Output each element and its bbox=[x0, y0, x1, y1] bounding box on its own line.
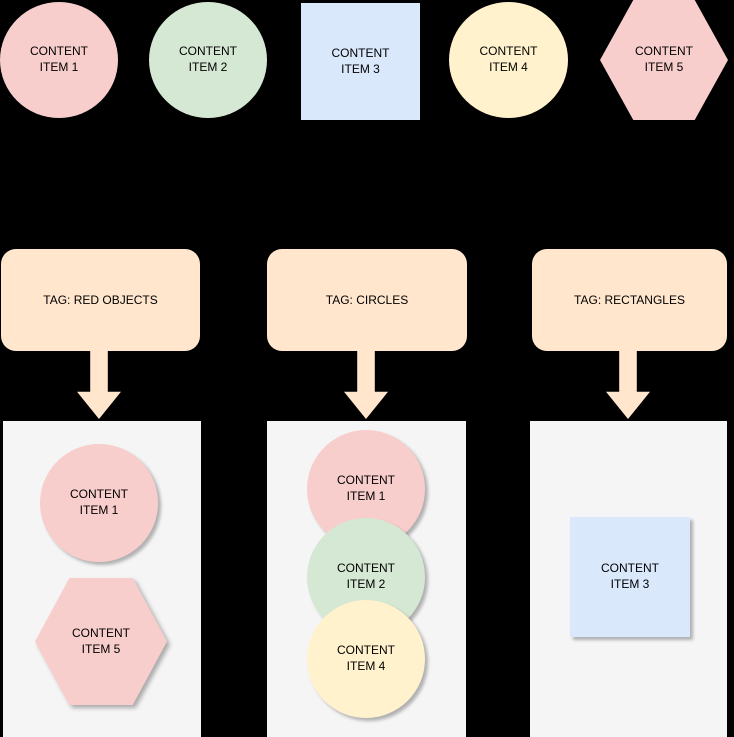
bucket-item-content-item-1: CONTENT ITEM 1 bbox=[40, 444, 158, 562]
hexagon-shape: CONTENT ITEM 5 bbox=[600, 0, 728, 120]
source-shape-content-item-2: CONTENT ITEM 2 bbox=[149, 2, 267, 118]
shape-label: CONTENT ITEM 3 bbox=[601, 561, 659, 591]
bucket-item-content-item-5: CONTENT ITEM 5 bbox=[35, 578, 167, 705]
bucket-item-content-item-3: CONTENT ITEM 3 bbox=[570, 517, 690, 637]
down-arrow-icon bbox=[77, 351, 121, 419]
source-shape-content-item-4: CONTENT ITEM 4 bbox=[449, 2, 568, 118]
shape-label: CONTENT ITEM 5 bbox=[635, 44, 693, 74]
source-shape-content-item-3: CONTENT ITEM 3 bbox=[301, 3, 420, 120]
tag-label: TAG: RED OBJECTS bbox=[43, 293, 158, 307]
shape-label: CONTENT ITEM 1 bbox=[337, 473, 395, 503]
shape-label: CONTENT ITEM 4 bbox=[337, 643, 395, 673]
down-arrow-icon bbox=[606, 351, 650, 419]
shape-label: CONTENT ITEM 2 bbox=[179, 44, 237, 74]
shape-label: CONTENT ITEM 5 bbox=[72, 625, 130, 656]
source-shape-content-item-5: CONTENT ITEM 5 bbox=[600, 0, 728, 120]
shape-label: CONTENT ITEM 4 bbox=[479, 44, 538, 74]
shape-label: CONTENT ITEM 1 bbox=[70, 487, 128, 517]
tag-label: TAG: CIRCLES bbox=[325, 293, 409, 307]
bucket-circles: CONTENT ITEM 1 CONTENT ITEM 2 CONTENT IT… bbox=[267, 421, 466, 737]
shape-label: CONTENT ITEM 3 bbox=[331, 45, 390, 76]
bucket-item-content-item-4: CONTENT ITEM 4 bbox=[307, 600, 425, 718]
hexagon-shape: CONTENT ITEM 5 bbox=[35, 578, 167, 705]
tag-label: TAG: RECTANGLES bbox=[574, 293, 685, 307]
tag-rectangles: TAG: RECTANGLES bbox=[532, 249, 727, 351]
bucket-red-objects: CONTENT ITEM 1 CONTENT ITEM 5 bbox=[3, 421, 201, 737]
shape-label: CONTENT ITEM 1 bbox=[30, 44, 88, 74]
tag-circles: TAG: CIRCLES bbox=[267, 249, 467, 351]
source-shape-content-item-1: CONTENT ITEM 1 bbox=[0, 2, 118, 118]
down-arrow-icon bbox=[344, 351, 388, 419]
tag-red-objects: TAG: RED OBJECTS bbox=[1, 249, 200, 351]
shape-label: CONTENT ITEM 2 bbox=[337, 561, 395, 591]
bucket-rectangles: CONTENT ITEM 3 bbox=[530, 421, 727, 737]
